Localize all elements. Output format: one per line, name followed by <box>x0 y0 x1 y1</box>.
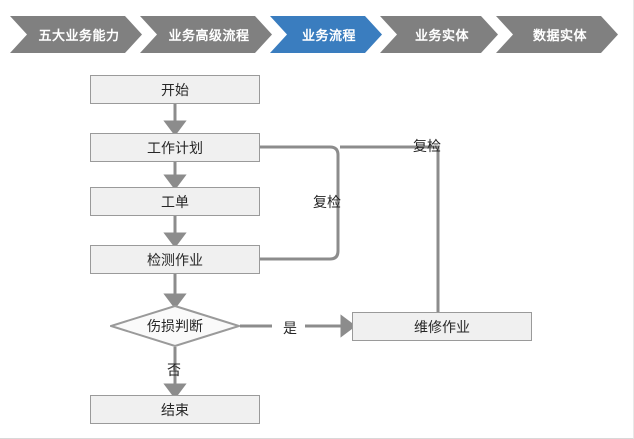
flow-edge-label-recheck_in: 复检 <box>313 194 341 210</box>
flow-node-repair[interactable]: 维修作业 <box>352 312 532 341</box>
flow-node-label: 检测作业 <box>147 251 203 268</box>
flow-edge-label-no: 否 <box>167 362 181 378</box>
flow-node-work_order[interactable]: 工单 <box>90 187 260 216</box>
edge-recheck-outer <box>340 145 440 312</box>
flow-node-label: 结束 <box>161 401 189 418</box>
flow-edge-label-yes: 是 <box>283 320 297 336</box>
edge-recheck-inner <box>177 135 340 261</box>
flow-node-label: 维修作业 <box>414 318 470 335</box>
flow-node-inspection[interactable]: 检测作业 <box>90 245 260 274</box>
flow-edge-label-recheck_out: 复检 <box>413 138 441 154</box>
flow-node-label: 工作计划 <box>147 139 203 156</box>
flow-node-start[interactable]: 开始 <box>90 75 260 104</box>
flow-node-label: 开始 <box>161 81 189 98</box>
flow-node-end[interactable]: 结束 <box>90 395 260 424</box>
flow-node-work_plan[interactable]: 工作计划 <box>90 133 260 162</box>
flow-decision-damage_check[interactable]: 伤损判断 <box>110 305 240 347</box>
flow-decision-label: 伤损判断 <box>147 318 203 334</box>
flow-node-label: 工单 <box>161 193 189 210</box>
